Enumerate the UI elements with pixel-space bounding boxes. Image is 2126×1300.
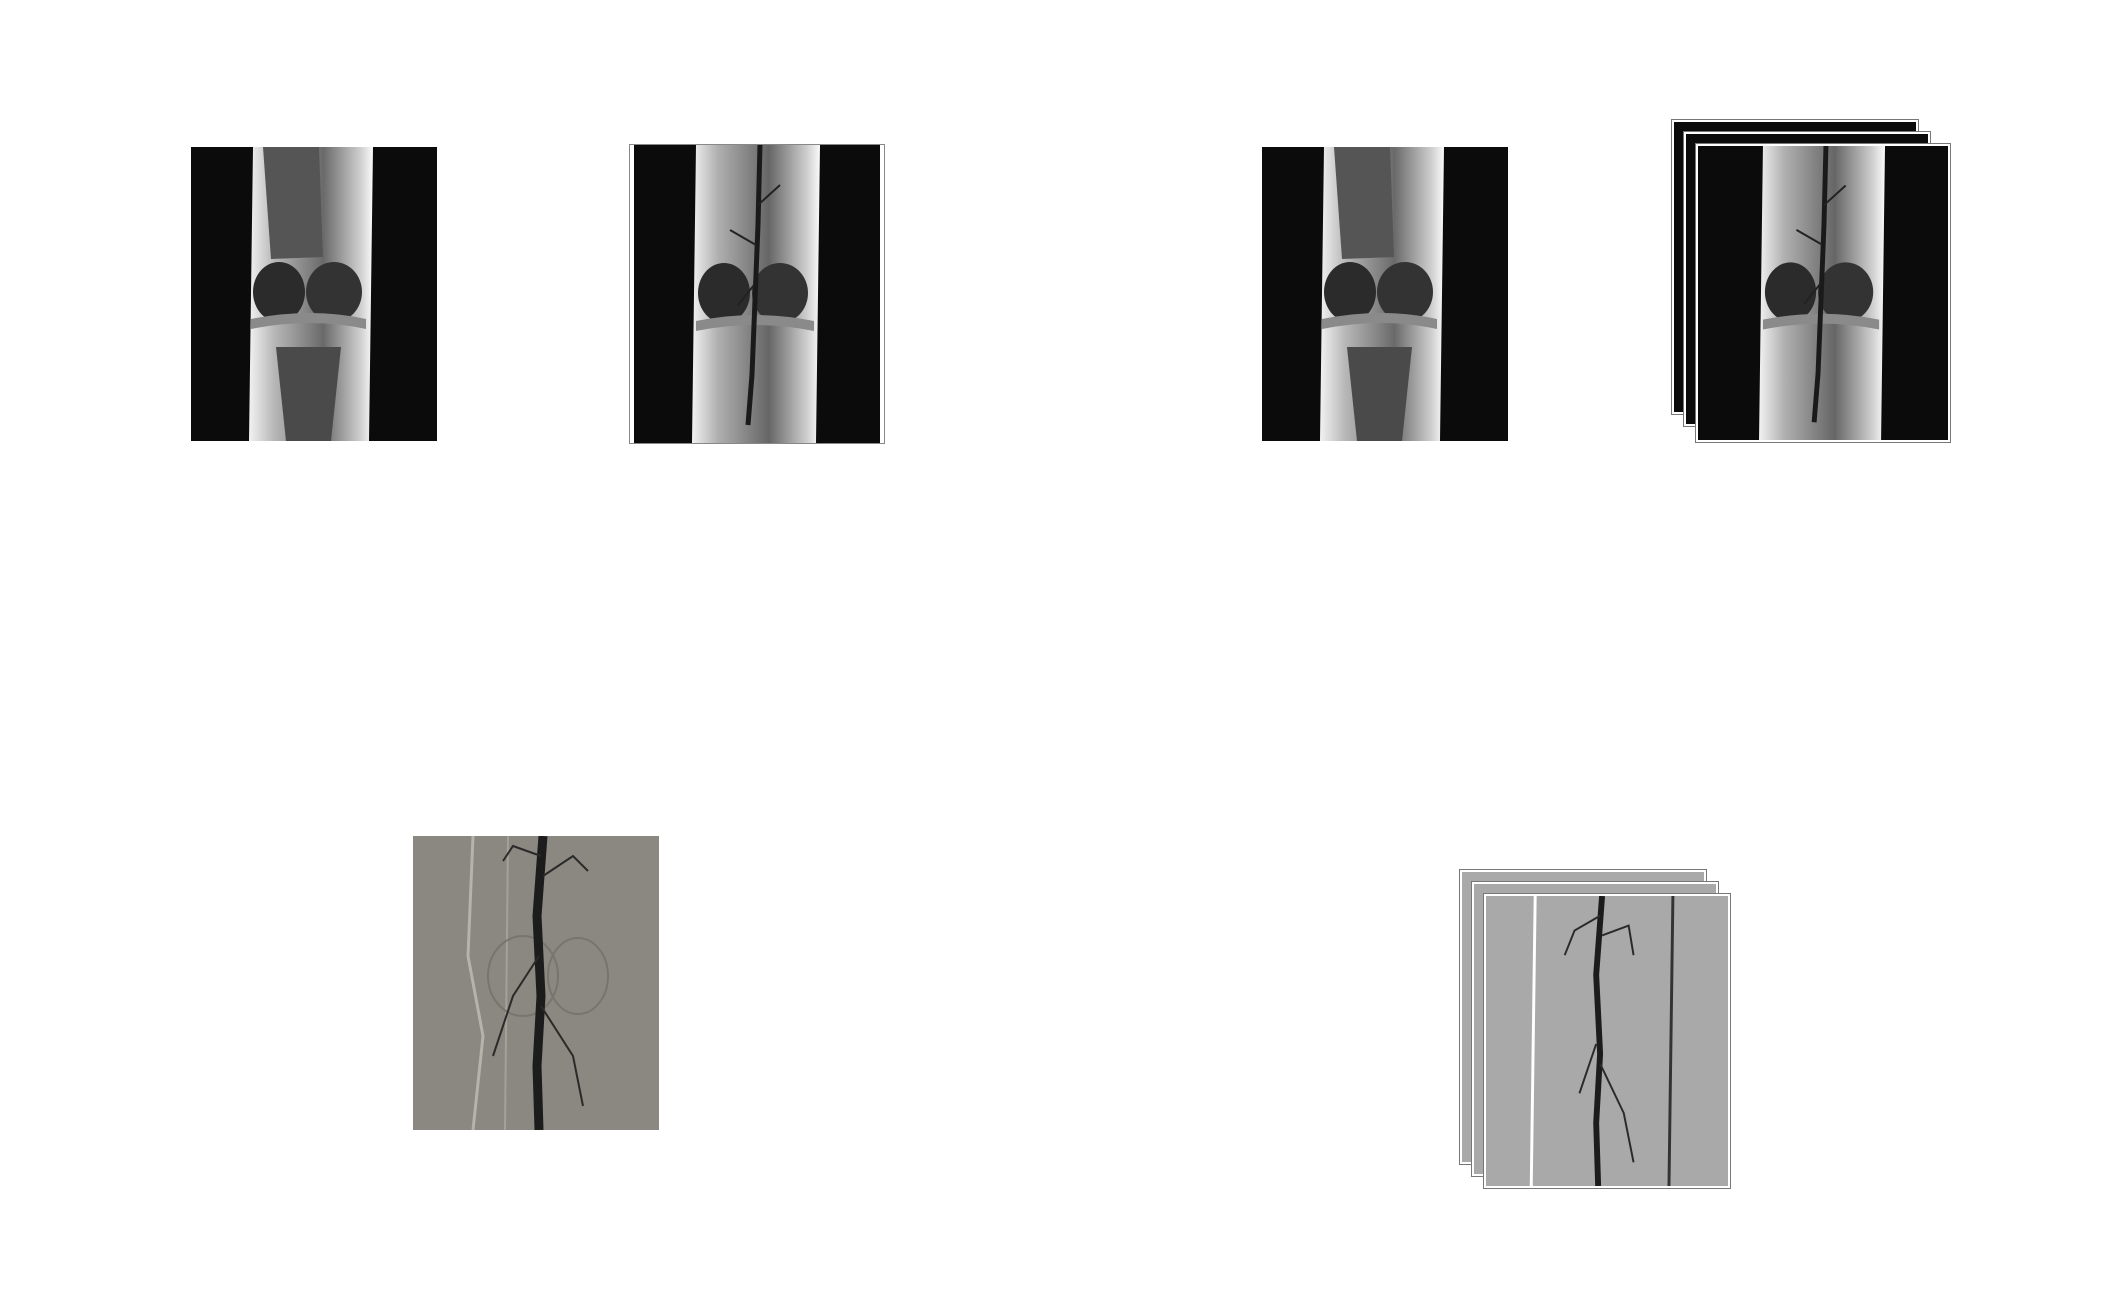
- knee-xray-mask-copy: [1262, 147, 1508, 441]
- dsa-vessel-image: [413, 836, 659, 1130]
- knee-xray-contrast: [629, 144, 885, 444]
- knee-xray-mask: [191, 147, 437, 441]
- stack-frame-front: [1695, 143, 1951, 443]
- dsa-stack-frame-front: [1483, 893, 1731, 1189]
